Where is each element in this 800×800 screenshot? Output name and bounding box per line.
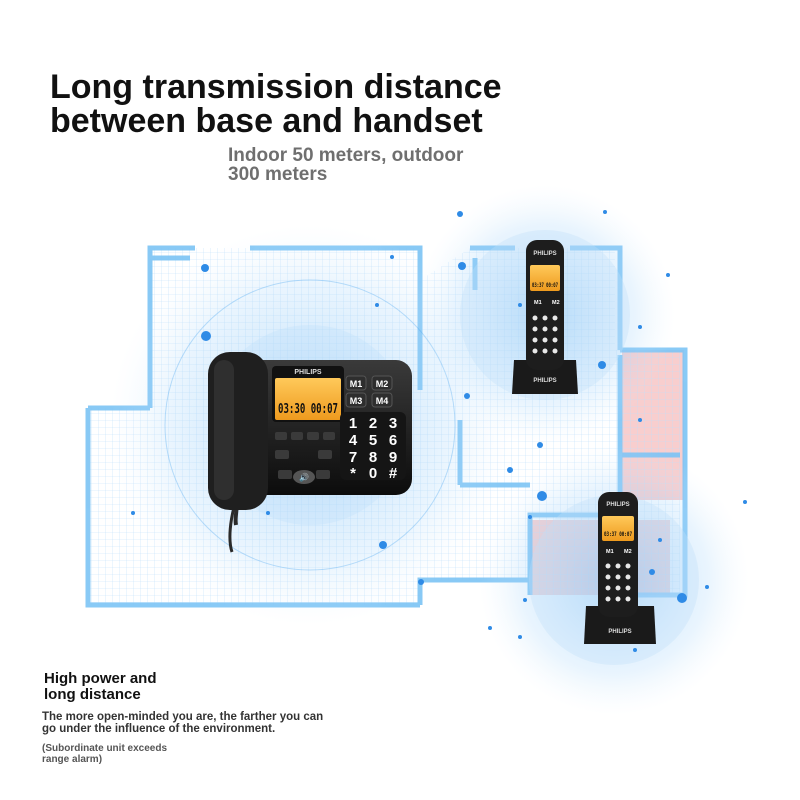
key-9[interactable]: 9 <box>389 449 397 466</box>
key-3[interactable]: 3 <box>389 415 397 432</box>
speaker-icon[interactable]: 🔊 <box>299 472 309 482</box>
feature-note: (Subordinate unit exceeds range alarm) <box>42 743 168 765</box>
base-memory-keys: M1 M2 M3 M4 <box>345 375 393 408</box>
handset-m2[interactable]: M2 <box>624 549 632 555</box>
handset-brand: PHILIPS <box>606 502 629 508</box>
base-function-buttons: 🔊 <box>275 432 335 484</box>
base-lcd <box>275 378 341 420</box>
base-display-text: 03:30 00:07 <box>278 402 338 417</box>
key-hash[interactable]: # <box>389 465 398 482</box>
handset-display-text: 03:37 00:07 <box>532 282 558 289</box>
handset-lcd <box>530 265 560 291</box>
headline: Long transmission distance between base … <box>50 68 502 140</box>
subheadline: Indoor 50 meters, outdoor 300 meters <box>228 145 464 185</box>
memory-key-m1[interactable]: M1 <box>350 379 363 389</box>
base-phone: PHILIPS 03:30 00:07 M1 M2 M3 M4 1 2 3 4 … <box>208 352 412 553</box>
charging-cradle-1 <box>512 360 578 394</box>
key-1[interactable]: 1 <box>349 415 357 432</box>
key-4[interactable]: 4 <box>349 432 358 449</box>
key-2[interactable]: 2 <box>369 415 377 432</box>
key-5[interactable]: 5 <box>369 432 377 449</box>
handset-lcd <box>602 516 634 541</box>
feature-description: The more open-minded you are, the farthe… <box>42 711 324 735</box>
key-8[interactable]: 8 <box>369 449 377 466</box>
key-star[interactable]: * <box>350 465 356 482</box>
handset-m1[interactable]: M1 <box>534 300 542 306</box>
handset-top: PHILIPS 03:37 00:07 M1 M2 PHILIPS <box>512 240 578 394</box>
cradle-brand: PHILIPS <box>533 378 556 384</box>
memory-key-m2[interactable]: M2 <box>376 379 389 389</box>
key-7[interactable]: 7 <box>349 449 357 466</box>
handset-keypad <box>532 315 558 354</box>
handset-bottom: PHILIPS 03:37 00:07 M1 M2 PHILIPS <box>584 492 656 644</box>
key-6[interactable]: 6 <box>389 432 397 449</box>
cradle-brand: PHILIPS <box>608 629 631 635</box>
handset-display-text: 03:37 00:07 <box>604 531 632 538</box>
key-0[interactable]: 0 <box>369 465 377 482</box>
base-keypad: 1 2 3 4 5 6 7 8 9 * 0 # <box>349 415 398 482</box>
handset-brand: PHILIPS <box>533 251 556 257</box>
memory-key-m4[interactable]: M4 <box>376 396 389 406</box>
charging-cradle-2 <box>584 606 656 644</box>
handset-m2[interactable]: M2 <box>552 300 560 306</box>
feature-title: High power and long distance <box>44 670 157 703</box>
handset-keypad <box>605 563 631 602</box>
handset-m1[interactable]: M1 <box>606 549 614 555</box>
memory-key-m3[interactable]: M3 <box>350 396 363 406</box>
base-brand: PHILIPS <box>294 369 322 376</box>
